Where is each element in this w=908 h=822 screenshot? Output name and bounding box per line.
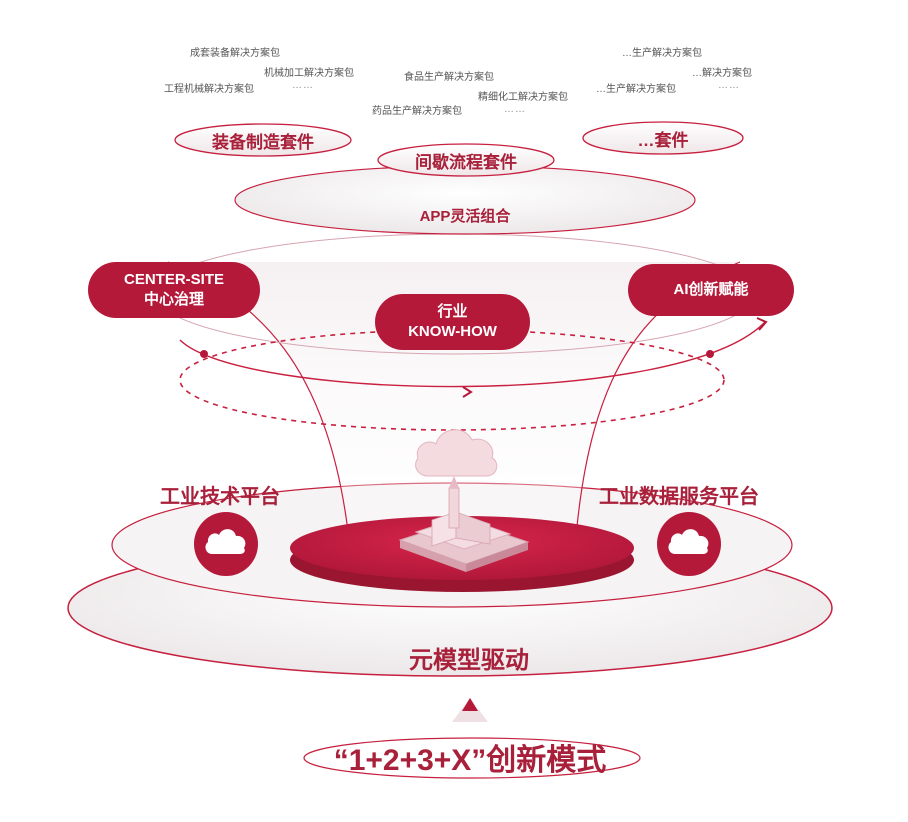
package-label: 药品生产解决方案包	[372, 106, 462, 117]
orbit-node-right	[706, 350, 714, 358]
package-label: 工程机械解决方案包	[164, 84, 254, 95]
suite-ellipse-2	[377, 143, 555, 177]
package-ellipsis: ……	[718, 80, 740, 91]
tech-platform-label: 工业技术平台	[160, 486, 280, 508]
suite-label-other: …套件	[637, 131, 689, 150]
industry-line-2: KNOW-HOW	[408, 323, 497, 340]
governance-line-1: CENTER-SITE	[123, 271, 224, 288]
package-ellipsis: ……	[292, 80, 314, 91]
orbit-arrow-right	[756, 317, 768, 331]
governance-pill	[88, 262, 260, 318]
meta-model-label: 元模型驱动	[409, 647, 529, 674]
package-label: 精细化工解决方案包	[478, 92, 568, 103]
funnel-body	[168, 262, 740, 548]
innovation-mode-title: “1+2+3+X”创新模式	[333, 744, 607, 777]
mode-underline-ellipse	[303, 737, 641, 779]
package-ellipsis: ……	[504, 104, 526, 115]
package-label: …生产解决方案包	[596, 84, 676, 95]
package-label: …解决方案包	[692, 68, 752, 79]
package-label: …生产解决方案包	[622, 48, 702, 59]
suite-label-equipment: 装备制造套件	[212, 133, 314, 152]
package-label: 机械加工解决方案包	[264, 68, 354, 79]
data-platform-label: 工业数据服务平台	[599, 486, 759, 508]
industry-line-1: 行业	[437, 303, 468, 320]
suite-label-batch-process: 间歇流程套件	[415, 153, 517, 172]
suite-ellipse-1	[174, 123, 352, 157]
package-label: 成套装备解决方案包	[190, 48, 280, 59]
orbit-node-left	[200, 350, 208, 358]
governance-label: CENTER-SITE 中心治理	[88, 270, 260, 310]
ai-label: AI创新赋能	[673, 281, 749, 298]
cloud-icon	[657, 512, 721, 576]
arrow-up-icon	[452, 698, 488, 722]
suite-ellipse-3	[582, 121, 744, 155]
app-combo-label: APP灵活组合	[419, 208, 511, 225]
industry-label: 行业 KNOW-HOW	[375, 302, 530, 342]
governance-line-2: 中心治理	[143, 291, 204, 308]
ai-pill	[628, 264, 794, 316]
cloud-icon	[194, 512, 258, 576]
package-label: 食品生产解决方案包	[404, 72, 494, 83]
cloud-building-icon	[398, 429, 530, 572]
industry-pill	[375, 294, 530, 350]
orbit-arrow-front	[462, 386, 473, 398]
